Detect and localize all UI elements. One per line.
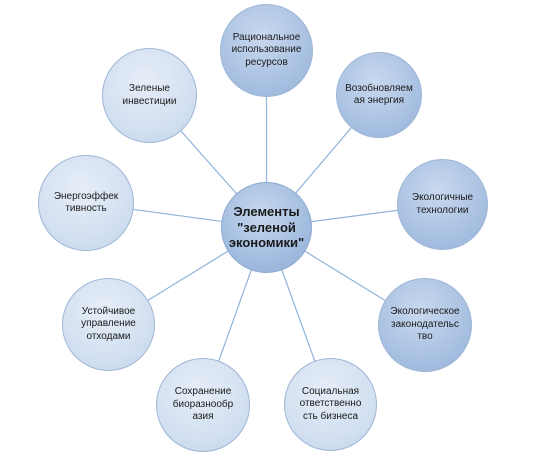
center-node-label: Элементы "зеленой экономики" <box>228 204 305 251</box>
node-waste-management: Устойчивое управление отходами <box>62 278 155 371</box>
node-eco-technologies: Экологичные технологии <box>397 159 488 250</box>
node-label: Экологичные технологии <box>411 192 474 216</box>
node-label: Экологическое законодательс тво <box>390 306 460 343</box>
node-social-responsibility: Социальная ответственно сть бизнеса <box>284 358 377 451</box>
node-label: Сохранение биоразнообр азия <box>172 386 234 423</box>
node-eco-legislation: Экологическое законодательс тво <box>378 278 472 372</box>
node-label: Устойчивое управление отходами <box>81 305 136 342</box>
node-label: Зеленые инвестиции <box>122 83 177 107</box>
node-label: Энергоэффек тивность <box>53 190 119 215</box>
node-label: Возобновляем ая энергия <box>345 82 413 107</box>
node-biodiversity: Сохранение биоразнообр азия <box>156 358 250 452</box>
node-energy-efficiency: Энергоэффек тивность <box>38 155 134 251</box>
node-label: Рациональное использование ресурсов <box>231 31 302 68</box>
node-rational-resources: Рациональное использование ресурсов <box>220 4 313 97</box>
node-renewable-energy: Возобновляем ая энергия <box>336 52 422 138</box>
center-node: Элементы "зеленой экономики" <box>221 182 312 273</box>
node-green-investments: Зеленые инвестиции <box>102 48 197 143</box>
node-label: Социальная ответственно сть бизнеса <box>299 385 362 422</box>
